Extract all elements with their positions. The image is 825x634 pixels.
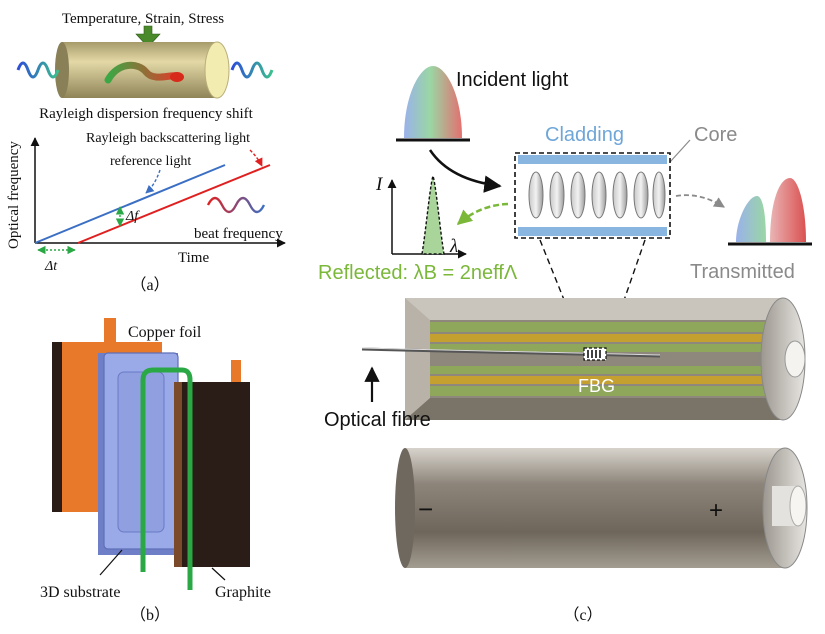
graphite-label: Graphite — [215, 584, 271, 601]
reference-label: reference light — [110, 154, 191, 169]
panel-c: Incident light Cladding Core Transmitted… — [318, 66, 812, 624]
graphite-edge — [174, 382, 184, 567]
fibre-label: Optical fibre — [324, 409, 431, 431]
graphite-tab — [231, 360, 241, 386]
backscatter-label: Rayleigh backscattering light — [86, 131, 250, 146]
core-label: Core — [694, 124, 737, 146]
cladding-top — [518, 155, 667, 164]
plus-terminal: + — [709, 497, 723, 524]
reflected-peak — [421, 173, 445, 255]
optical-fibre-line — [361, 347, 661, 358]
caption-c: （c） — [563, 606, 602, 624]
scatter-point — [170, 72, 184, 82]
copper-foil-edge — [52, 342, 64, 512]
wavelength-symbol: λ — [449, 236, 458, 257]
incident-label: Incident light — [456, 69, 569, 91]
wave-right-icon — [230, 61, 274, 79]
beat-wave-icon — [206, 196, 266, 214]
closed-cell — [395, 447, 808, 569]
reference-line — [34, 164, 226, 244]
scatter-worm — [104, 61, 182, 84]
graphite-pointer — [211, 567, 226, 581]
caption-a: （a） — [130, 276, 169, 294]
delta-f-label: Δf — [125, 209, 140, 224]
backscatter-pointer — [249, 149, 263, 167]
transmitted-label: Transmitted — [690, 261, 795, 283]
core-pointer — [669, 139, 691, 163]
substrate-label: 3D substrate — [40, 584, 120, 601]
stimulus-arrow-icon — [135, 25, 161, 48]
shift-label: Rayleigh dispersion frequency shift — [39, 106, 254, 122]
transmitted-arrow — [675, 194, 725, 208]
caption-b: （b） — [130, 606, 170, 624]
green-fibre — [140, 367, 193, 590]
fiber-cylinder — [55, 41, 230, 99]
incident-spectrum — [404, 66, 462, 138]
backscatter-line — [77, 164, 271, 244]
transmitted-spectrum-left — [736, 196, 766, 242]
reflected-arrow — [456, 202, 509, 225]
cutaway-cell — [405, 297, 806, 421]
stimulus-label: Temperature, Strain, Stress — [62, 11, 224, 27]
fbg-lines — [587, 350, 601, 358]
graphite — [182, 382, 250, 567]
panel-b: Copper foil 3D substrate Graphite （b） — [40, 318, 271, 624]
substrate-pointer — [99, 549, 123, 576]
x-axis-label: Time — [178, 250, 209, 266]
copper-tab — [104, 318, 116, 344]
minus-terminal: − — [418, 494, 433, 524]
reference-pointer — [145, 169, 161, 194]
delta-t-label: Δt — [44, 259, 58, 274]
cladding-bottom — [518, 227, 667, 236]
incident-arrow — [428, 149, 502, 193]
beat-label: beat frequency — [194, 226, 283, 242]
y-axis-label: Optical frequency — [6, 141, 22, 249]
grating-rings — [528, 171, 666, 219]
reflected-label: Reflected: λB = 2neffΛ — [318, 262, 518, 284]
fbg-label: FBG — [578, 376, 615, 396]
cladding-label: Cladding — [545, 124, 624, 146]
copper-label: Copper foil — [128, 324, 202, 341]
wave-left-icon — [16, 61, 60, 79]
optical-fibre-highlight — [361, 347, 661, 356]
intensity-symbol: I — [375, 174, 384, 195]
transmitted-spectrum-right — [770, 178, 806, 242]
panel-a: Temperature, Strain, Stress Rayleigh dis… — [6, 11, 286, 294]
